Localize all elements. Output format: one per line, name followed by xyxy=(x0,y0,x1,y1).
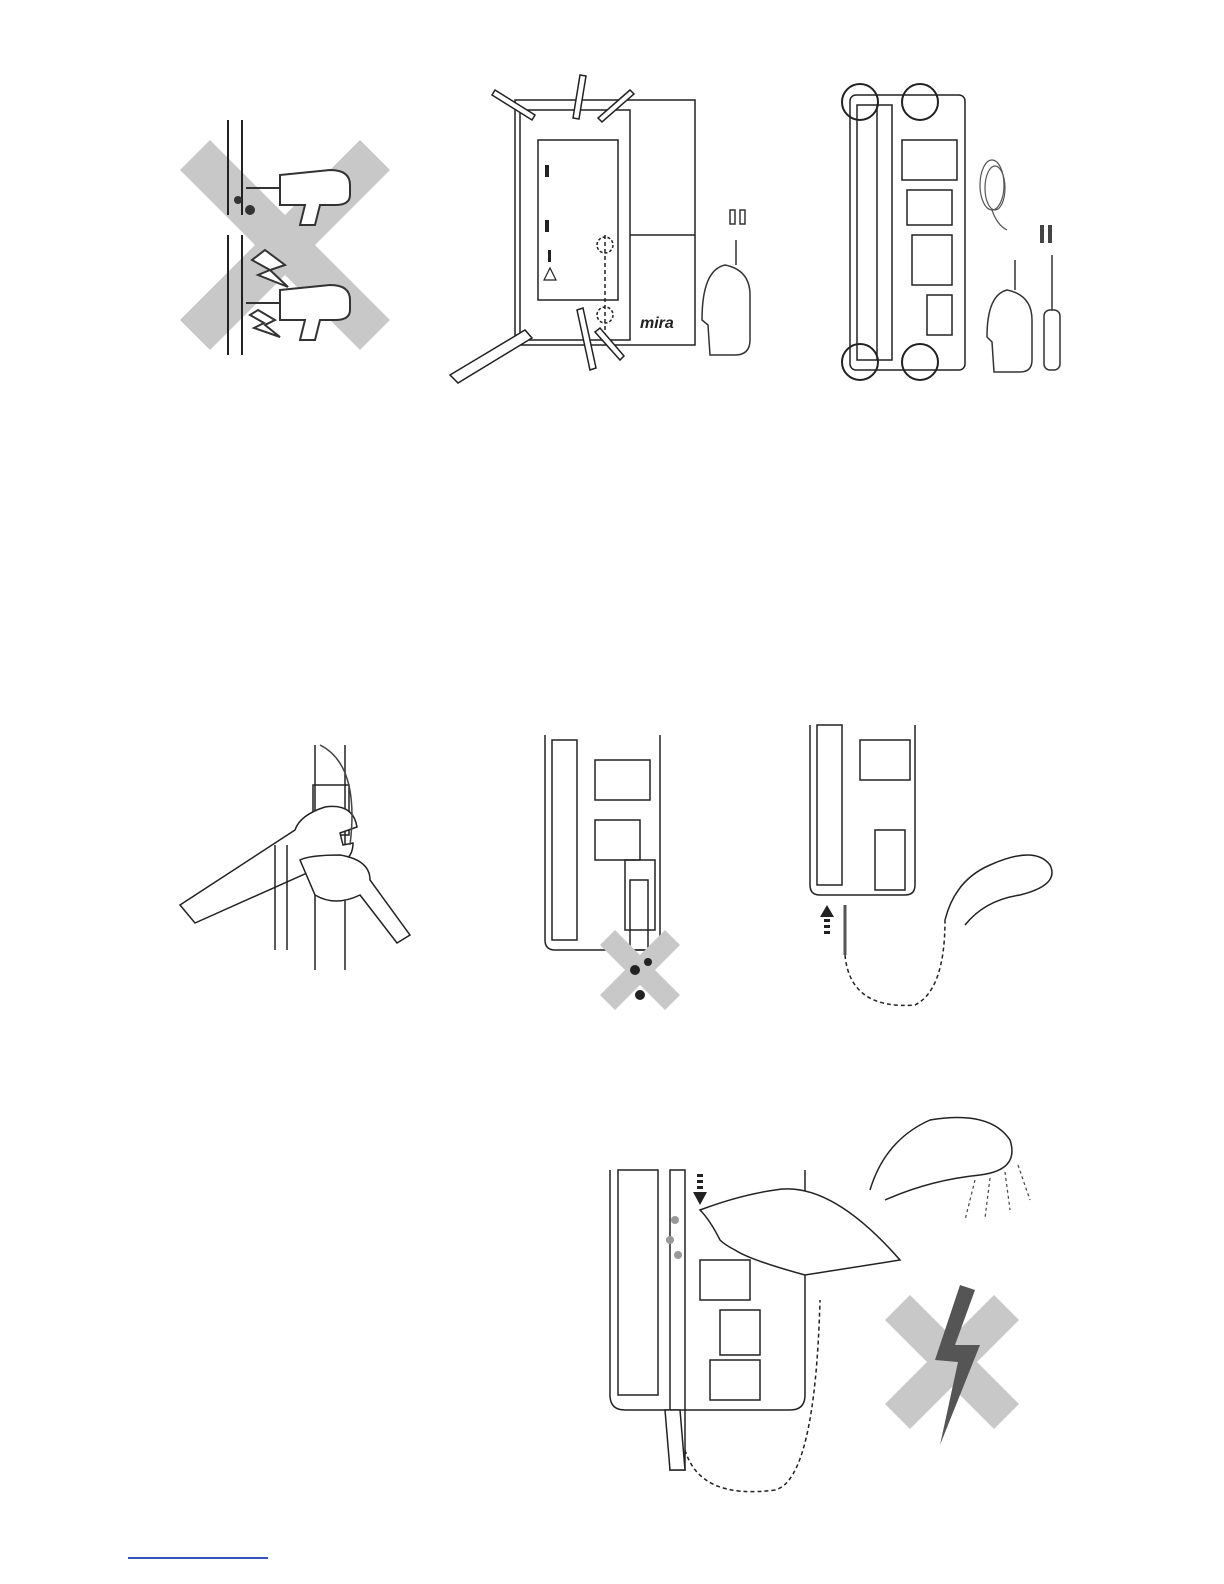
figure-no-drilling xyxy=(170,115,400,360)
figure-connect-hose xyxy=(805,720,1065,1015)
figure-template-marking: mira xyxy=(440,70,770,390)
template-logo: mira xyxy=(640,315,674,332)
figure-fix-unit xyxy=(832,80,1082,385)
figure-flush-unit xyxy=(600,1110,1090,1495)
figure-check-leaks xyxy=(540,730,680,1010)
connect-shower-hose-icon xyxy=(805,720,1065,1015)
check-for-leaks-icon xyxy=(540,730,680,1010)
figure-tighten-inlet xyxy=(175,745,415,975)
footer-link-underline[interactable] xyxy=(128,1557,268,1559)
tighten-inlet-connector-icon xyxy=(175,745,415,975)
flush-unit-no-power-icon xyxy=(600,1110,1090,1495)
mark-fixing-holes-template-icon: mira xyxy=(440,70,770,390)
no-drill-pipes-cables-icon xyxy=(170,115,400,360)
fix-unit-to-wall-icon xyxy=(832,80,1082,385)
